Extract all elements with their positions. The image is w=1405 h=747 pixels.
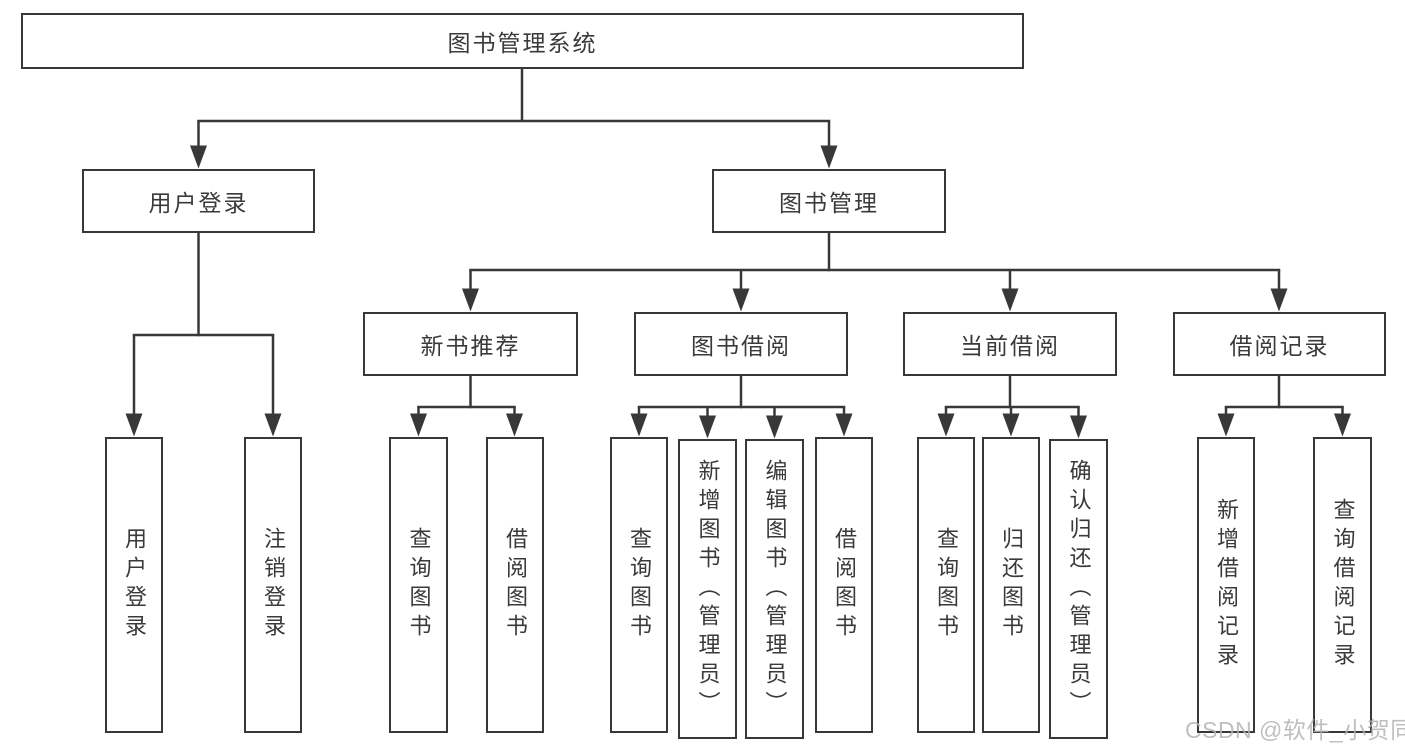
leaf-edit-books-admin: 编辑图书（管理员） (745, 439, 804, 739)
leaf-confirm-return-admin: 确认归还（管理员） (1049, 439, 1108, 739)
leaf-borrowing-borrow-books: 借阅图书 (815, 437, 873, 733)
leaf-return-books-label: 归还图书 (999, 527, 1024, 643)
leaf-borrowing-query-books-label: 查询图书 (627, 527, 652, 643)
leaf-user-login: 用户登录 (105, 437, 163, 733)
leaf-borrowing-borrow-books-label: 借阅图书 (832, 527, 857, 643)
leaf-query-borrow-record-label: 查询借阅记录 (1330, 498, 1356, 672)
leaf-recommend-borrow-books: 借阅图书 (486, 437, 544, 733)
node-book-borrowing: 图书借阅 (634, 312, 848, 376)
csdn-watermark: CSDN @软件_小贺同学 (1185, 717, 1405, 743)
node-user-login: 用户登录 (82, 169, 315, 233)
leaf-return-books: 归还图书 (982, 437, 1040, 733)
node-new-book-recommend: 新书推荐 (363, 312, 578, 376)
leaf-current-query-books: 查询图书 (917, 437, 975, 733)
node-borrowing-records: 借阅记录 (1173, 312, 1386, 376)
leaf-recommend-query-books: 查询图书 (389, 437, 448, 733)
leaf-confirm-return-admin-label: 确认归还（管理员） (1066, 458, 1092, 720)
leaf-add-borrow-record: 新增借阅记录 (1197, 437, 1255, 733)
node-library-management-system: 图书管理系统 (21, 13, 1024, 69)
leaf-recommend-borrow-books-label: 借阅图书 (503, 527, 528, 643)
leaf-add-borrow-record-label: 新增借阅记录 (1214, 498, 1239, 672)
leaf-add-books-admin: 新增图书（管理员） (678, 439, 737, 739)
leaf-add-books-admin-label: 新增图书（管理员） (695, 458, 721, 720)
leaf-borrowing-query-books: 查询图书 (610, 437, 668, 733)
leaf-user-login-label: 用户登录 (122, 527, 147, 643)
leaf-logout-label: 注销登录 (261, 527, 286, 643)
leaf-logout: 注销登录 (244, 437, 302, 733)
leaf-recommend-query-books-label: 查询图书 (406, 527, 432, 643)
node-book-management: 图书管理 (712, 169, 946, 233)
leaf-query-borrow-record: 查询借阅记录 (1313, 437, 1372, 733)
node-current-borrowing: 当前借阅 (903, 312, 1117, 376)
leaf-current-query-books-label: 查询图书 (934, 527, 959, 643)
arrowheads (125, 145, 1351, 439)
leaf-edit-books-admin-label: 编辑图书（管理员） (762, 458, 788, 720)
